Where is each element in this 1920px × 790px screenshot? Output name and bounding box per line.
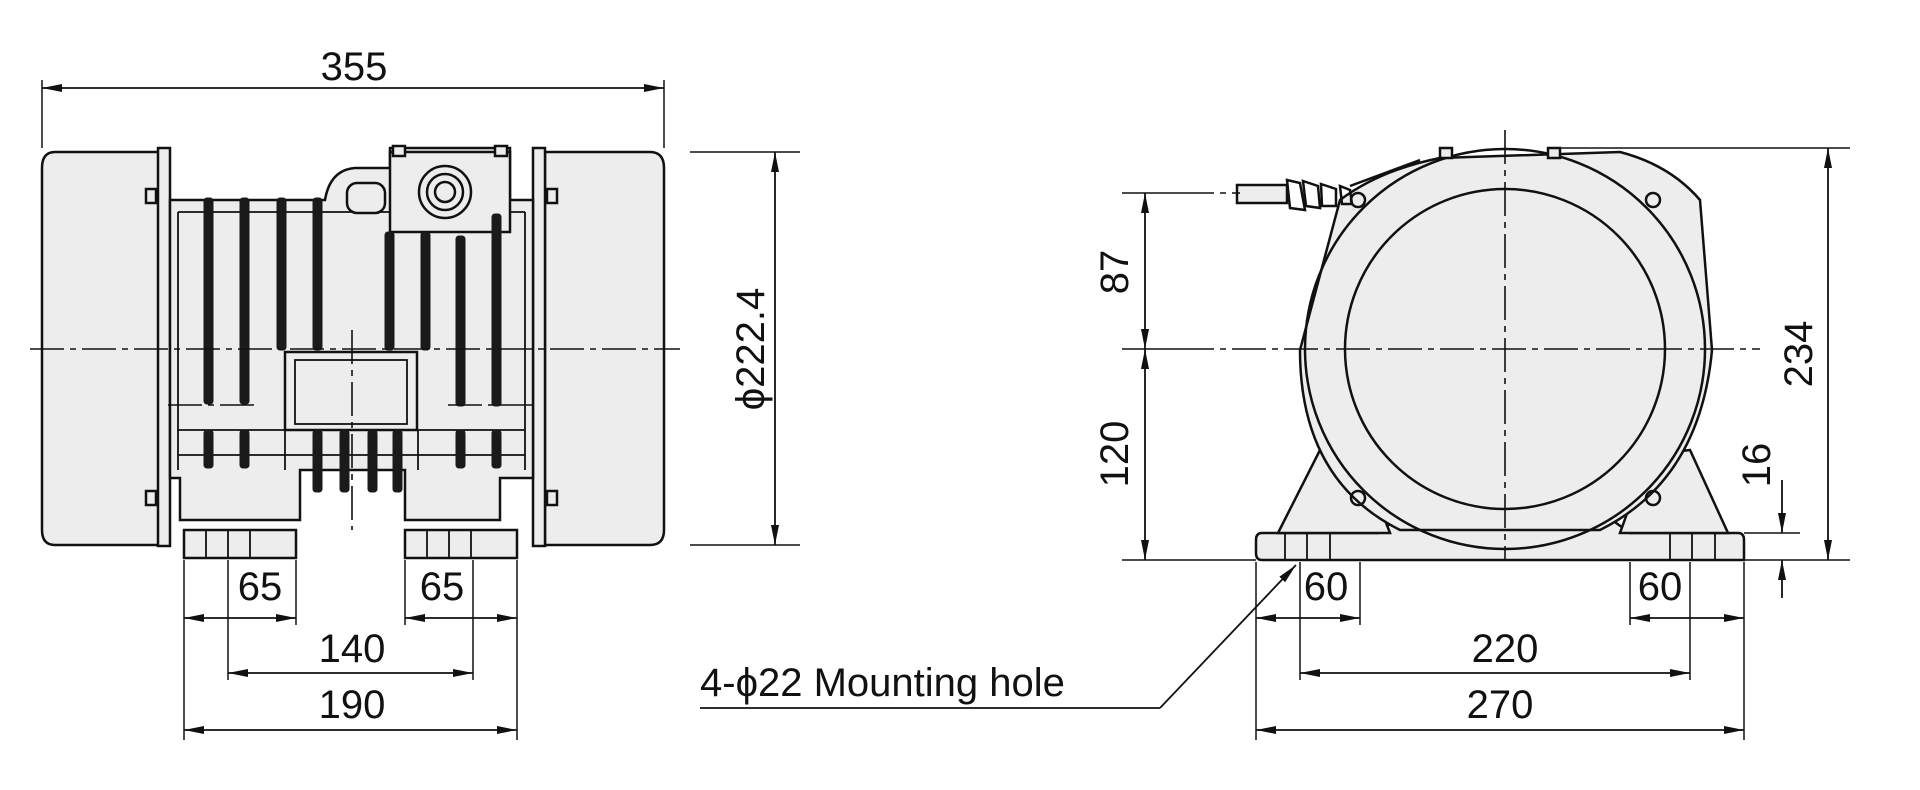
dim-side-foot-left: 60 <box>1304 565 1349 609</box>
note-leader <box>1159 564 1297 709</box>
housing-bolts <box>1349 146 1662 507</box>
front-view: 355 ϕ222.4 65 65 140 190 <box>30 45 800 740</box>
left-flange <box>156 146 172 548</box>
terminal-window <box>283 350 419 432</box>
side-view: 87 120 234 16 60 60 220 270 <box>700 130 1850 740</box>
right-foot <box>403 528 519 560</box>
dim-side-foot-right: 60 <box>1638 565 1683 609</box>
cable-gland-icon <box>417 164 473 220</box>
housing <box>1298 150 1714 532</box>
mounting-hole-note: 4-ϕ22 Mounting hole <box>700 661 1065 705</box>
dim-foot-right: 65 <box>420 565 465 609</box>
dim-overall-height: 234 <box>1777 321 1821 388</box>
dim-center-to-top: 87 <box>1093 250 1137 295</box>
dim-foot-thickness: 16 <box>1735 443 1779 488</box>
dim-foot-left: 65 <box>238 565 283 609</box>
dim-center-to-base: 120 <box>1093 421 1137 488</box>
power-cable <box>1235 158 1421 212</box>
left-foot <box>182 528 298 560</box>
right-flange <box>531 146 547 548</box>
dim-side-hole-pitch: 220 <box>1472 627 1539 671</box>
cooling-fins <box>203 197 502 493</box>
dim-diameter: ϕ222.4 <box>729 288 773 411</box>
dim-foot-span: 190 <box>319 683 386 727</box>
flange-bolts <box>144 187 559 507</box>
dim-base-width: 270 <box>1467 683 1534 727</box>
dim-overall-length: 355 <box>321 45 388 89</box>
dim-hole-pitch-front: 140 <box>319 627 386 671</box>
